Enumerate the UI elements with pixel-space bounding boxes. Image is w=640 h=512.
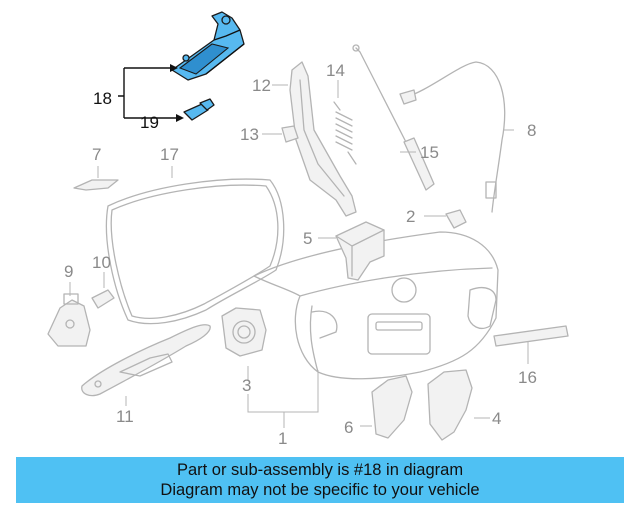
part-8-cable [399,61,506,213]
callout-2: 2 [406,207,415,226]
parts-diagram: 18 19 [47,11,569,448]
part-2-switch [445,209,467,229]
callout-18-bracket [118,67,180,119]
callout-10: 10 [92,253,111,272]
part-16-strip [493,325,569,347]
callout-3: 3 [242,376,251,395]
callout-16: 16 [518,368,537,387]
callout-18: 18 [93,89,112,108]
part-4-bracket [427,369,473,441]
part-9-lock [47,293,91,347]
callout-19: 19 [140,113,159,132]
callout-15: 15 [420,143,439,162]
callout-14: 14 [326,61,345,80]
callout-5: 5 [303,229,312,248]
part-10-bolt [91,289,115,309]
part-3-bezel [221,307,267,357]
callout-11: 11 [116,407,134,426]
part-7-emblem [73,179,119,191]
part-12-hinge [289,61,357,217]
callout-7: 7 [92,145,101,164]
info-banner: Part or sub-assembly is #18 in diagram D… [16,457,624,503]
callout-8: 8 [527,121,536,140]
part-6-bracket [371,375,413,439]
part-19-switch[interactable] [183,98,215,121]
callout-12: 12 [252,76,271,95]
part-11-garnish [81,324,211,397]
part-5-latch [335,221,385,281]
callout-17: 17 [160,145,179,164]
part-17-weatherstrip [105,178,285,325]
part-18-handle-assembly[interactable] [171,11,245,81]
part-13-bumper [281,125,299,143]
part-1-trunk-lid [253,231,499,380]
part-14-spring [333,101,357,165]
callout-1: 1 [278,429,287,448]
banner-line-1: Part or sub-assembly is #18 in diagram [176,461,464,479]
callout-9: 9 [64,262,73,281]
callout-6: 6 [344,418,353,437]
callout-4: 4 [492,409,501,428]
callout-13: 13 [240,125,259,144]
banner-line-2: Diagram may not be specific to your vehi… [160,481,480,499]
part-15-strut [352,44,435,191]
